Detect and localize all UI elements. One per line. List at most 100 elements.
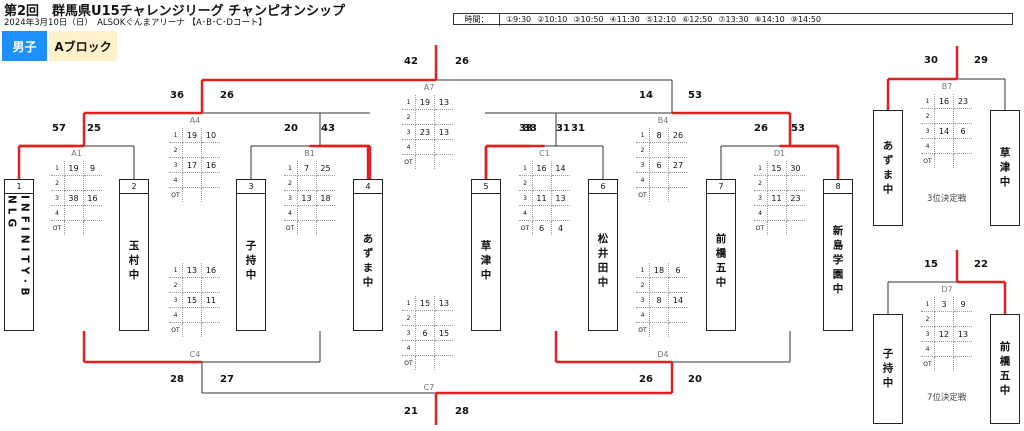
event-date-venue: 2024年3月10日（日） ALSOKぐんまアリーナ 【A･B･C･Dコート】 [4,18,267,28]
period-cell: 11 [201,292,220,308]
period-cell: 11 [531,190,552,206]
total-score: 57 [52,123,66,134]
match-id: C1 [539,149,550,158]
team-name: 前橋五中 [714,232,727,291]
period-cell: 7 [296,161,317,176]
period-cell [766,175,787,191]
period-cell: 1 [402,296,416,311]
period-cell: 2 [636,142,650,158]
period-cell [550,175,570,191]
period-cell: 2 [753,175,768,191]
time-slot: ②10:10 [537,15,568,24]
period-cell [82,220,102,235]
period-cell: OT [169,187,183,202]
period-cell: 26 [668,128,687,143]
period-cell: 13 [953,326,972,342]
period-cell: 1 [50,161,65,176]
period-cell: 16 [201,157,220,173]
period-cell: 3 [921,123,935,139]
period-cell [201,322,220,337]
period-cell [315,220,335,235]
team-number: 4 [354,180,382,194]
period-cell: OT [636,322,650,337]
period-cell: 9 [82,161,102,176]
team-box-b7-right[interactable]: 草津中 [990,110,1020,226]
total-score: 26 [639,374,653,385]
period-cell [649,277,669,293]
team-name: 前橋五中 [998,341,1011,399]
period-cell: 11 [766,190,787,206]
period-cell [766,205,787,221]
period-cell [82,175,102,191]
period-cell: 3 [753,190,768,206]
period-cell: OT [283,220,298,235]
total-score: 26 [455,56,469,67]
period-cell: 13 [296,190,317,206]
period-cell: OT [518,220,533,235]
time-slot: ③10:50 [573,15,604,24]
period-cell: 2 [169,142,183,158]
period-cell [766,220,787,235]
third-place-label: 3位決定戦 [927,194,967,204]
period-cell [785,175,805,191]
period-cell: 4 [169,172,183,188]
total-score: 33 [519,123,533,134]
time-slot: ①9:30 [506,15,532,24]
period-cell: 2 [50,175,65,191]
team-box-4[interactable]: 4 あずま中 [353,179,383,331]
period-cell: 12 [934,326,954,342]
period-cell: OT [636,187,650,202]
period-cell: 10 [201,128,220,143]
team-name: あずま中 [361,232,374,291]
team-box-d7-left[interactable]: 子持中 [873,314,903,424]
period-cell [182,142,202,158]
period-cell: 4 [921,138,935,154]
period-cell: 6 [415,325,435,341]
team-number: 2 [120,180,148,194]
total-score: 33 [523,123,537,134]
period-cell: 2 [921,108,935,124]
tab-block[interactable]: Aブロック [49,31,117,61]
period-cell [668,172,687,188]
period-cell: 4 [402,139,416,155]
period-cell [415,154,435,169]
period-cell: 13 [434,124,453,140]
period-cell [415,355,435,370]
period-cell: 4 [402,340,416,356]
period-cell: 3 [283,190,298,206]
total-score: 14 [639,90,653,101]
period-cell [531,175,552,191]
period-cell [953,153,972,168]
team-name: 松井田中 [596,232,609,291]
period-cell [531,205,552,221]
time-slot: ⑨14:50 [790,15,822,24]
period-cell [934,341,954,357]
tab-gender[interactable]: 男子 [2,31,47,61]
match-id: D4 [657,350,669,359]
total-score: 42 [404,56,418,67]
period-cell: 6 [531,220,552,235]
period-cell [649,307,669,323]
period-cell: 1 [283,161,298,176]
period-cell [649,142,669,158]
period-cell [182,307,202,323]
team-box-d7-right[interactable]: 前橋五中 [990,314,1020,424]
match-id: D7 [941,285,953,294]
period-cell [434,154,453,169]
period-cell: 3 [169,157,183,173]
total-score: 30 [924,55,938,66]
period-cell [415,340,435,356]
team-box-b7-left[interactable]: あずま中 [873,110,903,226]
period-cell: 19 [63,161,84,176]
period-cell [201,172,220,188]
period-cell: OT [50,220,65,235]
